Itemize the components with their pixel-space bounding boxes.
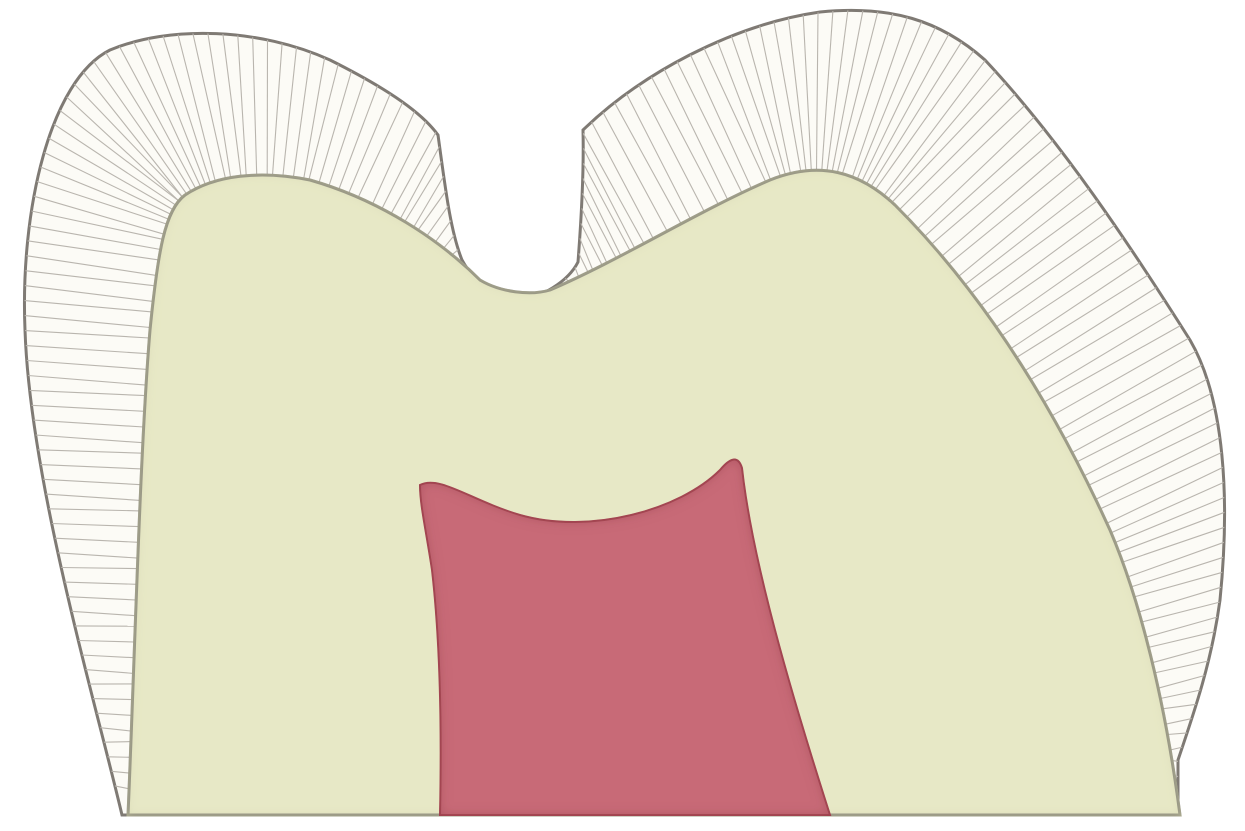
enamel-rod-line xyxy=(108,757,131,758)
enamel-rod-line xyxy=(104,742,131,743)
